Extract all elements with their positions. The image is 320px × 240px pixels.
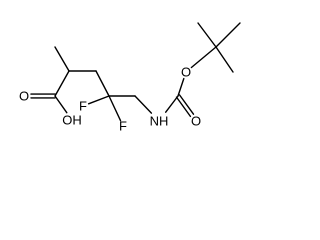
bond-a5-a9: [87, 95, 110, 105]
bond-a6-a11: [134, 95, 153, 114]
fluorine-left-label: F: [79, 99, 87, 114]
bond-a2-a1: [54, 46, 70, 72]
carbamate-carbonyl-oxygen-label: O: [191, 114, 201, 129]
bond-a15-a16: [197, 22, 217, 48]
carbonyl-oxygen-label: O: [19, 89, 29, 104]
bond-a15-a17: [215, 22, 241, 48]
bond-a12-a13-a: [175, 96, 192, 118]
bond-a3-a8: [54, 95, 68, 114]
bond-a11-a12: [164, 95, 179, 113]
bond-a2-a3: [54, 70, 70, 97]
carbamate-ester-oxygen-label: O: [181, 65, 191, 80]
hydroxyl-label: OH: [62, 113, 82, 128]
bond-a15-a18: [215, 46, 234, 73]
amine-nh-label: NH: [150, 114, 169, 129]
structure-diagram: O OH F F NH O O: [19, 22, 241, 134]
bond-a14-a15: [190, 46, 217, 69]
bond-a5-a10: [108, 95, 122, 122]
fluorine-right-label: F: [119, 119, 127, 134]
molecule-drawing: O OH F F NH O O: [19, 22, 241, 134]
bond-a4-a5: [95, 70, 110, 97]
bond-layer: [30, 22, 241, 122]
bond-a12-a14: [177, 77, 185, 97]
label-layer: O OH F F NH O O: [19, 65, 201, 134]
bond-a12-a13-b: [178, 94, 195, 115]
